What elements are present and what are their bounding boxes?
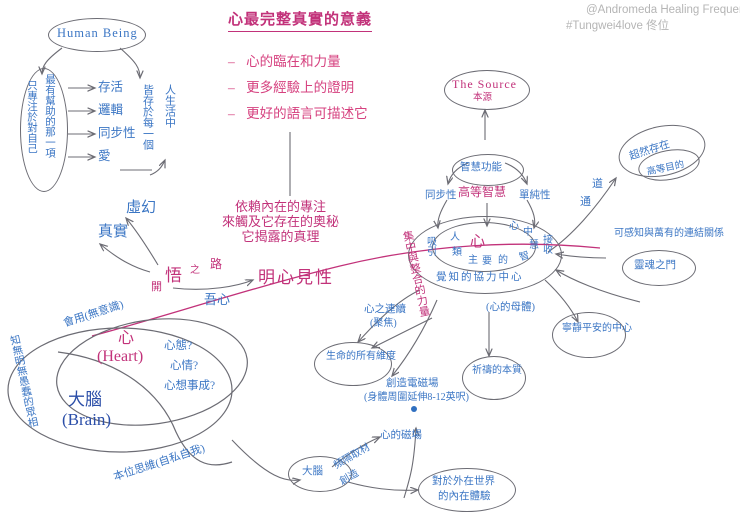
center-note: 依賴內在的專注 來觸及它存在的奧秘 它揭露的真理 (222, 199, 340, 245)
label-ignorance-arc: 知無明無愚蠢的眾相 (8, 333, 39, 429)
heart-matrix-label: (心的母體) (486, 302, 535, 313)
question-1: 心情? (170, 360, 199, 372)
emf-label-line-2: (身體周圍延伸8-12英呎) (364, 392, 469, 403)
emf-label-line-1: 創造電磁場 (386, 378, 439, 389)
bullet-text-2: 更好的語言可描述它 (246, 106, 368, 121)
node-focus-ellipse[interactable] (20, 68, 68, 192)
inner-ring-word-ren: 人 (450, 232, 460, 243)
bullet-text-1: 更多經驗上的證明 (246, 80, 355, 95)
channel-label-b: 通 (580, 196, 591, 208)
node-small-brain[interactable] (288, 456, 352, 492)
human-item-0: 存活 (98, 80, 124, 94)
label-heart-en: (Heart) (97, 348, 144, 365)
inner-ring-word-hui: 慧 (529, 240, 539, 251)
heart-field-label: 心的磁場 (380, 430, 422, 441)
source-cn-label: 本源 (473, 93, 493, 103)
human-right-col-a: 皆存於每一個 (141, 84, 154, 150)
label-path-enlighten: 悟 (165, 266, 182, 285)
label-illusion: 虛幻 (126, 200, 157, 216)
human-item-2: 同步性 (98, 126, 136, 140)
inner-ring-word-yao: 要 (482, 256, 492, 267)
prayer-essence-label: 祈禱的本質 (472, 365, 522, 376)
node-life-dimensions[interactable] (314, 342, 392, 386)
bullet-text-0: 心的臨在和力量 (246, 54, 341, 69)
header-bullet-1: – 更多經驗上的證明 (228, 80, 354, 96)
label-heart-cn: 心 (118, 330, 135, 347)
label-path-zhi: 之 (190, 265, 200, 276)
label-brain-cn: 大腦 (68, 390, 102, 409)
label-realize-nature: 明心見性 (258, 268, 334, 287)
inner-ring-word-xin: 心 (509, 221, 519, 232)
node-inner-experience[interactable] (418, 468, 516, 512)
human-item-3: 愛 (98, 149, 111, 163)
node-peace-center[interactable] (552, 312, 626, 358)
header-bullet-2: – 更好的語言可描述它 (228, 106, 368, 122)
node-soul-gate[interactable] (622, 250, 696, 286)
simplicity-label: 單純性 (519, 190, 551, 201)
label-path-open: 開 (151, 281, 162, 293)
life-dimensions-label: 生命的所有維度 (326, 351, 396, 362)
header-bullet-0: – 心的臨在和力量 (228, 54, 341, 70)
channel-label-a: 道 (592, 178, 603, 190)
label-brain-en: (Brain) (62, 410, 112, 429)
node-wisdom-function[interactable] (452, 154, 524, 186)
higher-wisdom-label: 高等智慧 (458, 185, 507, 199)
watermark-line-2: #Tungwei4love 佟位 (566, 20, 670, 32)
inner-ring-word-zhong: 中 (523, 227, 533, 238)
label-path-road: 路 (210, 257, 223, 271)
synchronicity-label: 同步性 (425, 190, 457, 201)
emf-dot-marker (411, 406, 417, 412)
heart-outer-ring-label: 覺知的協力中心 (436, 272, 524, 283)
header-title: 心最完整真實的意義 (228, 12, 373, 33)
inner-ring-word-zhu: 主 (468, 255, 478, 266)
inner-experience-line-1: 對於外在世界 (432, 476, 495, 487)
source-en-label: The Source (452, 77, 517, 91)
bullet-marker-1: – (228, 80, 235, 95)
human-right-col-b: 人生活中 (163, 84, 176, 128)
focus-col-b: 只專注於對自己 (26, 80, 38, 154)
node-the-source[interactable] (444, 70, 530, 110)
center-note-line-1: 依賴內在的專注 (235, 199, 327, 214)
heart-core-center: 心 (470, 234, 486, 250)
label-truth: 真實 (98, 224, 129, 240)
wisdom-function-label: 智慧功能 (460, 162, 502, 173)
human-item-1: 邏輯 (98, 103, 124, 117)
inner-experience-line-2: 的內在體驗 (438, 491, 491, 502)
center-note-line-2: 來觸及它存在的奧秘 (222, 213, 340, 229)
material-label-a: 頻隔取材 (332, 442, 373, 472)
question-0: 心態? (164, 340, 193, 352)
bullet-marker-2: – (228, 106, 235, 121)
heart-attract-label: 吸引 (424, 236, 436, 256)
heart-receive-label: 接收 (540, 234, 552, 254)
label-my-heart: 吾心 (204, 292, 231, 307)
human-being-label: Human Being (57, 26, 138, 40)
inner-ring-word-de: 的 (498, 255, 508, 266)
question-2: 心想事成? (164, 380, 216, 392)
peace-center-label: 寧靜平安的中心 (562, 323, 632, 334)
inner-ring-word-lei: 類 (452, 247, 462, 258)
node-human-being[interactable] (48, 18, 146, 52)
small-brain-label: 大腦 (302, 466, 323, 477)
continuity-label: 心之連續 (364, 304, 406, 315)
continuity-sub-label: (聚焦) (370, 318, 397, 329)
label-unconscious-use: 會用(無意識) (62, 298, 125, 330)
bullet-marker-0: – (228, 54, 235, 69)
label-self-centered-thinking: 本位思維(自私自我) (112, 442, 207, 484)
center-note-line-3: 它揭露的真理 (241, 228, 320, 244)
focus-col-a: 最有幫助的那一項 (44, 74, 56, 158)
node-heart-inner-ring[interactable] (432, 222, 536, 272)
node-heart-outer-ring[interactable] (408, 216, 562, 294)
node-prayer-essence[interactable] (462, 356, 526, 400)
watermark-line-1: @Andromeda Healing Frequency (586, 4, 740, 16)
soul-gate-label: 靈魂之門 (634, 260, 676, 271)
connection-label: 可感知與萬有的連結關係 (614, 228, 724, 239)
